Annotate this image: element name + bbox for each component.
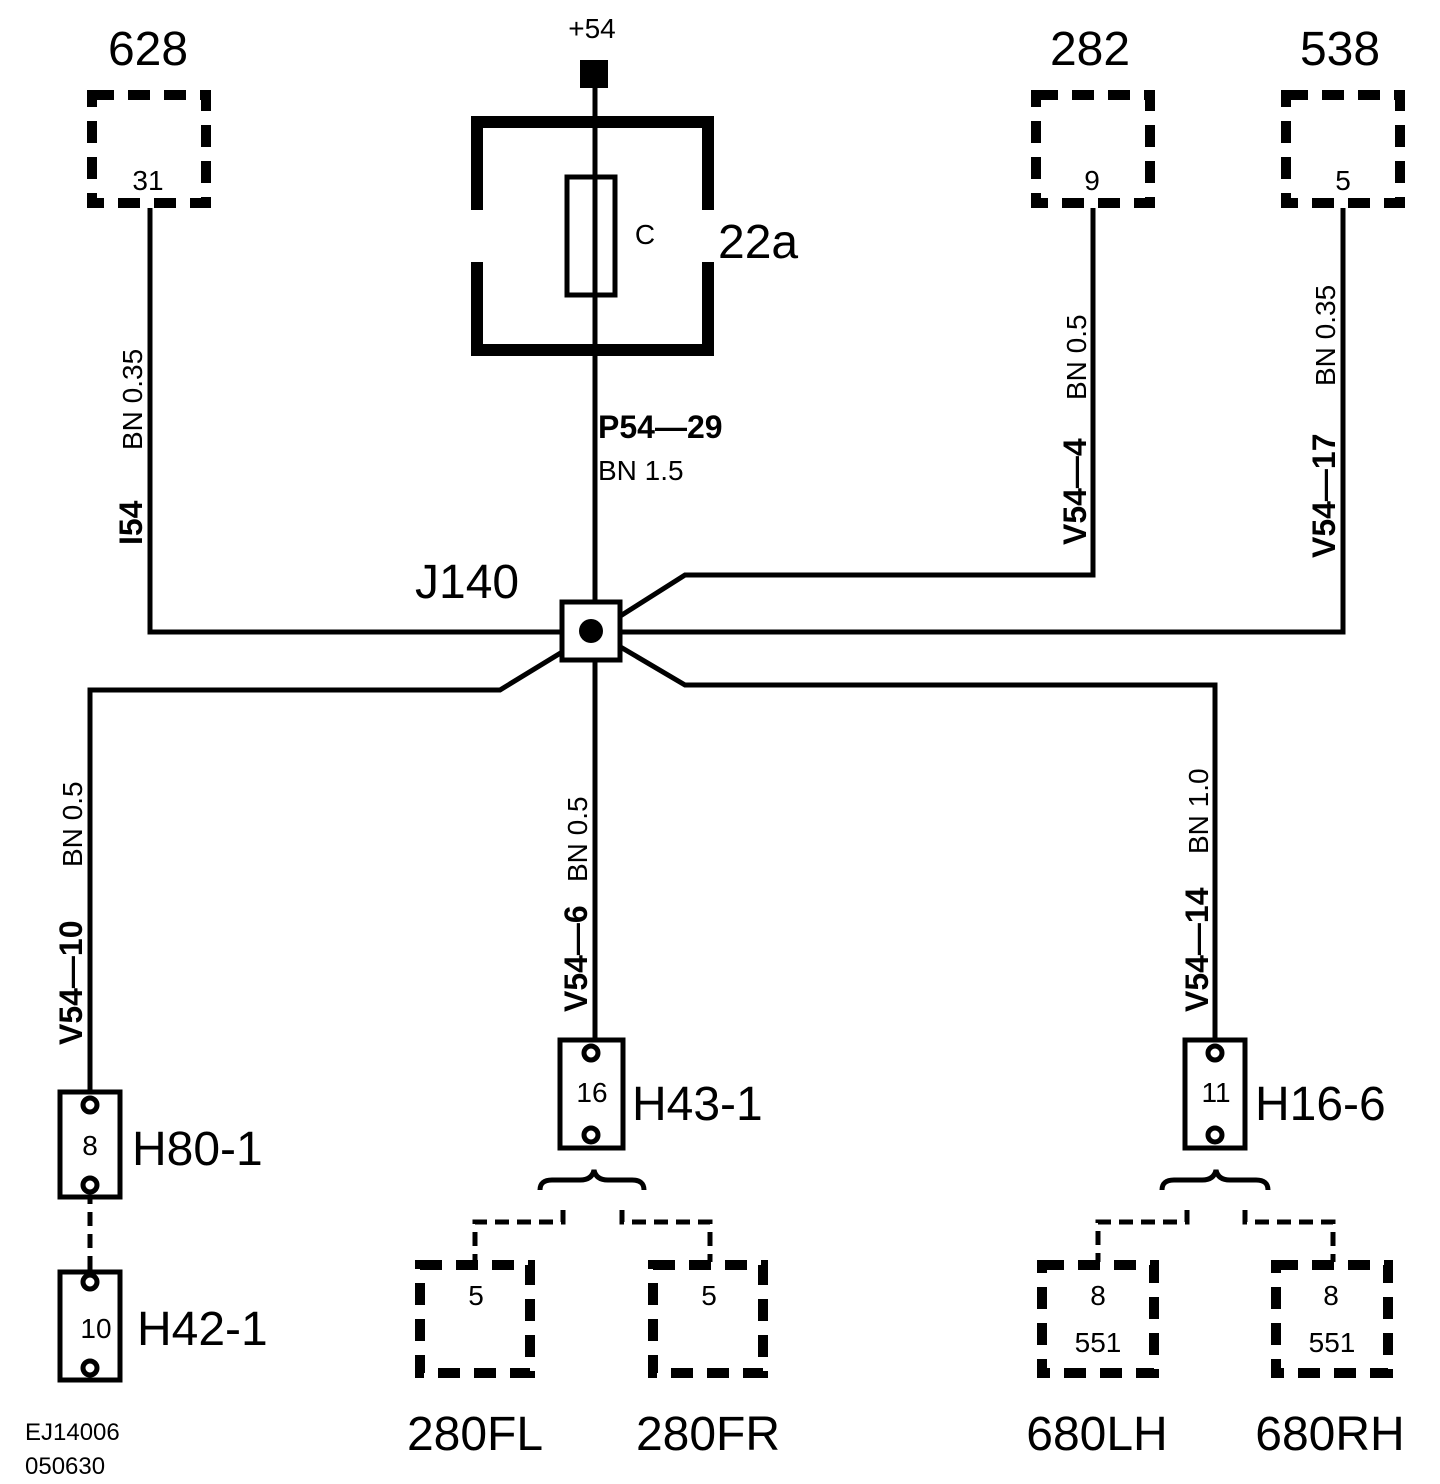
wire-horizontal-bus xyxy=(147,208,1346,635)
connector-h42-pin: 10 xyxy=(80,1313,111,1344)
connector-h43-1: V54—6 BN 0.5 16 H43-1 xyxy=(557,796,763,1151)
component-282-pin: 9 xyxy=(1084,165,1100,196)
component-538-pin: 5 xyxy=(1335,165,1351,196)
connector-h80-1: V54—10 BN 0.5 8 H80-1 xyxy=(53,781,263,1200)
wires xyxy=(87,88,1346,1280)
wire-to-282 xyxy=(593,208,1096,635)
connector-h43-label: H43-1 xyxy=(632,1078,763,1131)
connector-h80-label: H80-1 xyxy=(132,1123,263,1176)
footer-date: 050630 xyxy=(25,1453,105,1480)
component-680rh-sub: 551 xyxy=(1309,1327,1356,1358)
wire-282-id: V54—4 xyxy=(1057,438,1093,545)
wire-h16-id: V54—14 xyxy=(1179,887,1215,1012)
wire-to-h16 xyxy=(593,629,1218,1050)
splice-brackets xyxy=(472,1169,1336,1262)
wire-h16-spec: BN 1.0 xyxy=(1183,768,1214,854)
fuse-wire-spec: BN 1.5 xyxy=(598,455,684,486)
connector-h16-pin: 11 xyxy=(1201,1077,1230,1108)
wire-538-id: V54—17 xyxy=(1306,433,1342,558)
component-628-pin: 31 xyxy=(132,165,163,196)
component-680rh-label: 680RH xyxy=(1255,1408,1404,1461)
component-282-label: 282 xyxy=(1050,23,1130,76)
wire-538-spec: BN 0.35 xyxy=(1310,285,1341,386)
fuse-box-22a: C 22a P54—29 BN 1.5 xyxy=(471,116,798,486)
component-280fr-label: 280FR xyxy=(636,1408,780,1461)
wire-to-h80 xyxy=(87,629,597,1100)
connector-h43-pin: 16 xyxy=(576,1077,607,1108)
junction-label: J140 xyxy=(415,556,519,609)
supply-label: +54 xyxy=(568,13,616,44)
connector-h43-body xyxy=(557,1037,626,1151)
bracket-h43 xyxy=(537,1169,647,1191)
wire-282-spec: BN 0.5 xyxy=(1061,314,1092,400)
component-628: 628 31 I54 BN 0.35 xyxy=(87,23,211,545)
component-538: 538 5 V54—17 BN 0.35 xyxy=(1281,23,1405,558)
supply-terminal-square xyxy=(580,60,608,88)
component-538-label: 538 xyxy=(1300,23,1380,76)
component-680rh-outline xyxy=(1271,1260,1393,1378)
connector-h16-label: H16-6 xyxy=(1255,1078,1386,1131)
fuse-element xyxy=(564,174,618,298)
wire-628-spec: BN 0.35 xyxy=(117,349,148,450)
component-280fr-outline xyxy=(648,1260,768,1378)
footer: EJ14006 050630 xyxy=(25,1419,120,1480)
component-280fr-pin: 5 xyxy=(701,1280,717,1311)
component-280fl: 5 280FL xyxy=(407,1260,543,1461)
supply-terminal: +54 xyxy=(568,13,616,88)
connector-h42-1: 10 H42-1 xyxy=(57,1269,268,1383)
component-282-outline xyxy=(1031,90,1155,208)
component-680lh-label: 680LH xyxy=(1026,1408,1167,1461)
wire-h80-spec: BN 0.5 xyxy=(57,781,88,867)
component-628-outline xyxy=(87,90,211,208)
component-680lh-sub: 551 xyxy=(1075,1327,1122,1358)
component-280fl-outline xyxy=(415,1260,535,1378)
component-282: 282 9 V54—4 BN 0.5 xyxy=(1031,23,1155,545)
fuse-ref: 22a xyxy=(718,216,798,269)
connector-h16-6: V54—14 BN 1.0 11 H16-6 xyxy=(1179,768,1386,1151)
fuse-letter: C xyxy=(635,219,655,250)
wire-628-id: I54 xyxy=(113,500,149,545)
junction-dot xyxy=(579,619,603,643)
component-538-outline xyxy=(1281,90,1405,208)
component-280fl-label: 280FL xyxy=(407,1408,543,1461)
component-680lh-outline xyxy=(1037,1260,1159,1378)
connector-h42-label: H42-1 xyxy=(137,1303,268,1356)
component-680lh: 8 551 680LH xyxy=(1026,1260,1168,1461)
component-628-label: 628 xyxy=(108,23,188,76)
footer-code: EJ14006 xyxy=(25,1419,120,1446)
junction-j140: J140 xyxy=(415,556,623,663)
connector-h80-pin: 8 xyxy=(82,1130,98,1161)
wire-h43-spec: BN 0.5 xyxy=(562,796,593,882)
bracket-h16 xyxy=(1159,1169,1271,1191)
component-680rh: 8 551 680RH xyxy=(1255,1260,1405,1461)
component-280fl-pin: 5 xyxy=(468,1280,484,1311)
component-680lh-pin: 8 xyxy=(1090,1280,1106,1311)
component-280fr: 5 280FR xyxy=(636,1260,780,1461)
fuse-wire-id: P54—29 xyxy=(598,409,723,445)
component-680rh-pin: 8 xyxy=(1323,1280,1339,1311)
wire-h80-id: V54—10 xyxy=(53,920,89,1045)
wire-h43-id: V54—6 xyxy=(558,905,594,1012)
